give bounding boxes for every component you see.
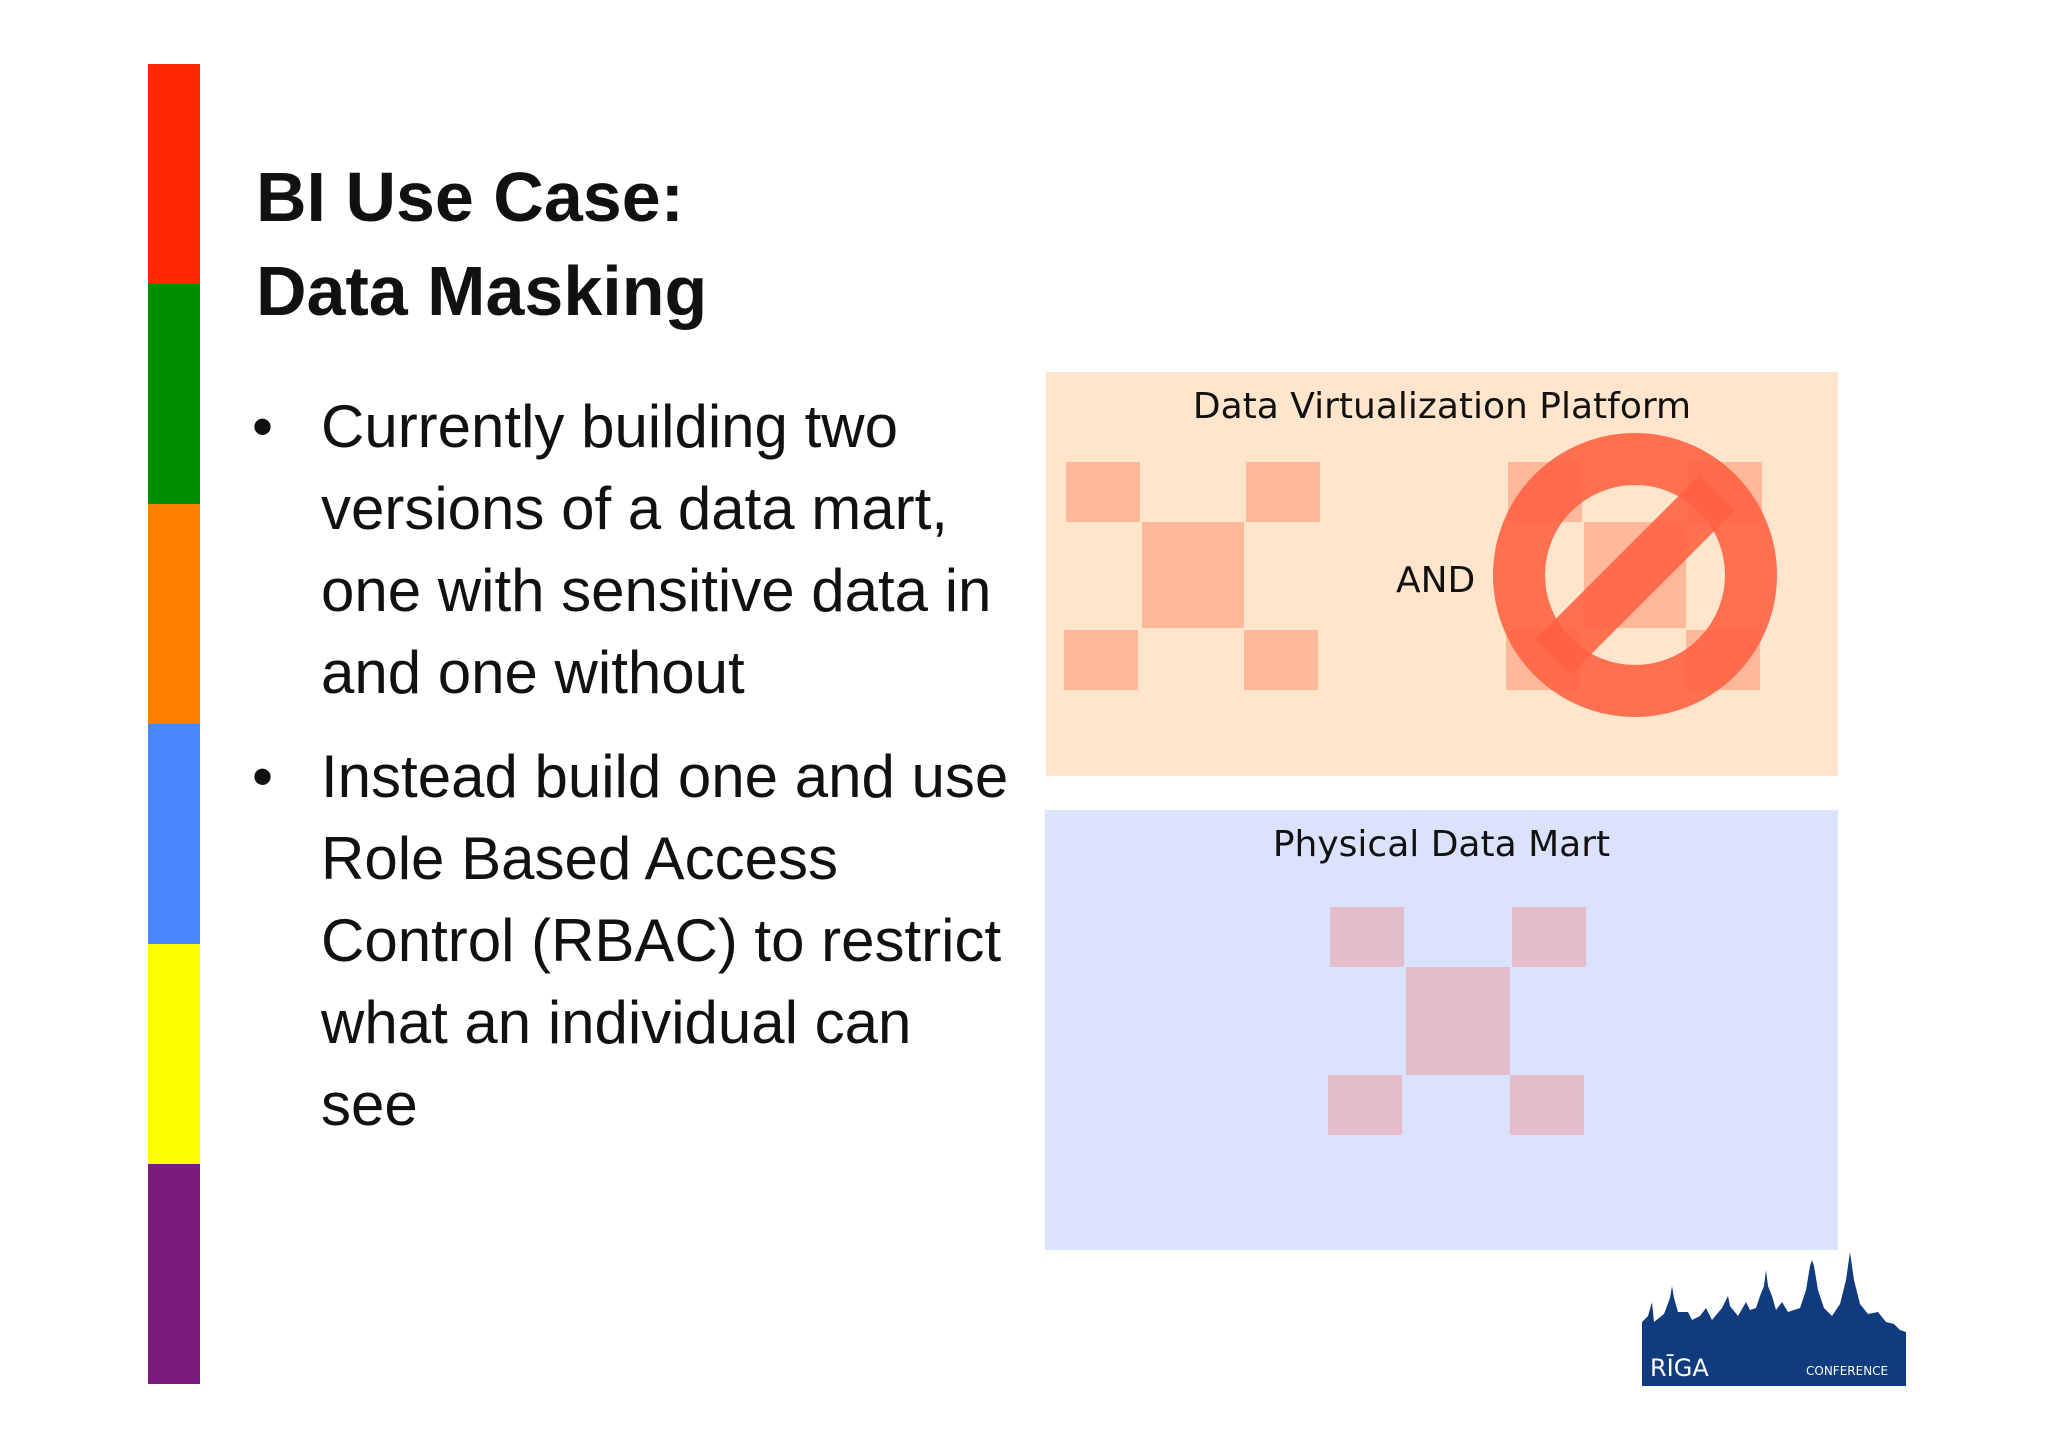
slide-title: BI Use Case: Data Masking xyxy=(256,150,707,338)
slide-title-line-1: BI Use Case: xyxy=(256,158,684,236)
bullet-item: • Instead build one and use Role Based A… xyxy=(252,736,1012,1146)
stripe-yellow xyxy=(148,944,200,1164)
mart-square xyxy=(1142,522,1244,628)
stripe-red xyxy=(148,64,200,284)
stripe-green xyxy=(148,284,200,504)
riga-skyline-icon xyxy=(1642,1252,1906,1386)
mart-square xyxy=(1066,462,1140,522)
bullet-text: Instead build one and use Role Based Acc… xyxy=(321,743,1009,1138)
mart-square xyxy=(1064,630,1138,690)
no-entry-icon xyxy=(1493,433,1777,717)
mart-square xyxy=(1244,630,1318,690)
bullet-dot: • xyxy=(252,393,274,460)
mart-square xyxy=(1512,907,1586,967)
mart-square xyxy=(1330,907,1404,967)
stripe-blue xyxy=(148,724,200,944)
bullet-item: • Currently building two versions of a d… xyxy=(252,386,1012,714)
stripe-orange xyxy=(148,504,200,724)
bullet-text: Currently building two versions of a dat… xyxy=(321,393,992,706)
logo-text-riga: RĪGA xyxy=(1650,1354,1709,1382)
and-connector: AND xyxy=(1396,560,1476,601)
physical-panel-label: Physical Data Mart xyxy=(1272,824,1611,865)
mart-square xyxy=(1406,967,1510,1075)
bullet-dot: • xyxy=(252,743,274,810)
riga-conference-logo: RĪGA CONFERENCE xyxy=(1642,1250,1906,1386)
stripe-purple xyxy=(148,1164,200,1384)
slide-title-line-2: Data Masking xyxy=(256,252,708,330)
mart-square xyxy=(1328,1075,1402,1135)
mart-square xyxy=(1510,1075,1584,1135)
mart-square xyxy=(1246,462,1320,522)
bullet-list: • Currently building two versions of a d… xyxy=(252,386,1012,1168)
logo-text-conference: CONFERENCE xyxy=(1806,1364,1889,1378)
virtualization-panel-label: Data Virtualization Platform xyxy=(1192,386,1692,427)
